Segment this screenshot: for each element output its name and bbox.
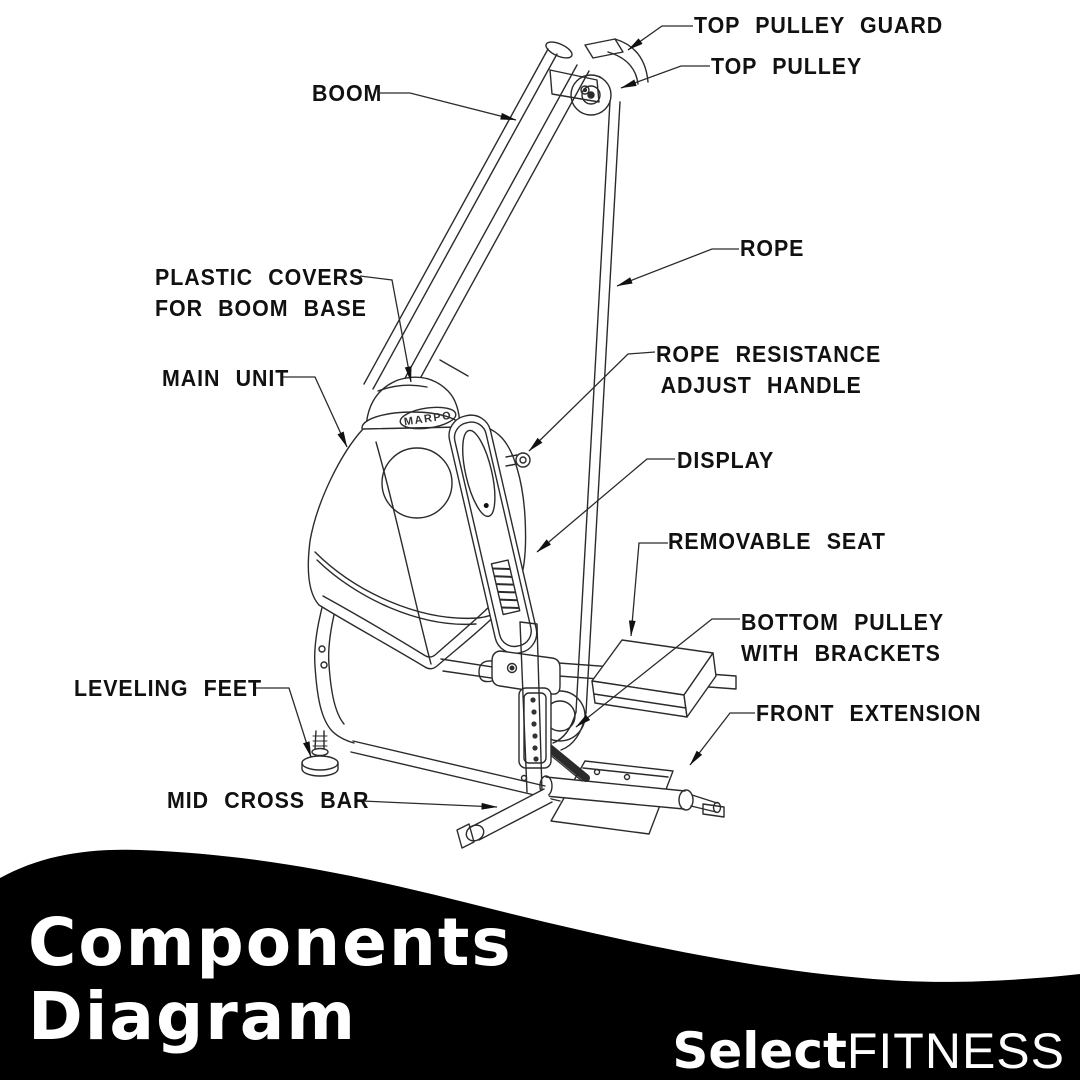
- leader-rope-resistance: [528, 351, 656, 452]
- label-rope-resistance-line2: ADJUST HANDLE: [660, 372, 862, 398]
- front-extension-tube: [539, 768, 725, 818]
- banner-curve: [0, 849, 1080, 1080]
- label-top-pulley-guard: TOP PULLEY GUARD: [694, 12, 944, 38]
- banner-title: Components Diagram: [28, 906, 513, 1054]
- label-plastic-covers-line1: PLASTIC COVERS: [155, 264, 365, 290]
- bottom-pulley-assembly: [478, 650, 590, 782]
- adjust-handle: [505, 452, 531, 468]
- banner-title-line1: Components: [28, 904, 513, 981]
- label-bottom-pulley: BOTTOM PULLEY WITH BRACKETS: [741, 607, 944, 669]
- label-plastic-covers: PLASTIC COVERS FOR BOOM BASE: [155, 262, 367, 324]
- label-rope-resistance-line1: ROPE RESISTANCE: [656, 341, 882, 367]
- label-front-extension: FRONT EXTENSION: [756, 700, 982, 726]
- mid-cross-bar: [456, 788, 553, 849]
- seat: [591, 639, 717, 718]
- label-display: DISPLAY: [677, 447, 775, 473]
- label-leveling-feet: LEVELING FEET: [74, 675, 263, 701]
- front-post: [519, 621, 543, 793]
- leader-top-pulley: [620, 65, 710, 89]
- leader-leveling-feet: [256, 687, 312, 758]
- label-plastic-covers-line2: FOR BOOM BASE: [155, 295, 367, 321]
- leader-mid-cross-bar: [361, 800, 498, 810]
- brand-logo: SelectFITNESS: [672, 1026, 1065, 1076]
- leader-bottom-pulley: [575, 618, 740, 728]
- leader-display: [536, 458, 675, 553]
- leader-front-extension: [689, 712, 755, 766]
- boom-column: [363, 41, 590, 407]
- label-bottom-pulley-line2: WITH BRACKETS: [741, 640, 941, 666]
- leader-boom: [380, 92, 517, 121]
- label-rope: ROPE: [740, 235, 805, 261]
- label-bottom-pulley-line1: BOTTOM PULLEY: [741, 609, 945, 635]
- rope: [552, 100, 621, 751]
- label-mid-cross-bar: MID CROSS BAR: [167, 787, 370, 813]
- top-pulley-assembly: [549, 38, 649, 116]
- brand-logo-bold: Select: [672, 1022, 847, 1080]
- label-boom: BOOM: [312, 80, 383, 106]
- brand-logo-light: FITNESS: [846, 1023, 1065, 1079]
- leader-top-pulley-guard: [627, 25, 693, 51]
- leader-main-unit: [283, 376, 348, 448]
- label-rope-resistance: ROPE RESISTANCE ADJUST HANDLE: [656, 339, 881, 401]
- label-removable-seat: REMOVABLE SEAT: [668, 528, 886, 554]
- leader-plastic-covers: [359, 275, 412, 383]
- leader-rope: [616, 248, 739, 287]
- label-top-pulley: TOP PULLEY: [711, 53, 863, 79]
- label-main-unit: MAIN UNIT: [162, 365, 290, 391]
- banner-title-line2: Diagram: [28, 978, 358, 1055]
- display-panel: [448, 414, 538, 655]
- leader-lines: [256, 25, 755, 810]
- leader-removable-seat: [628, 542, 668, 637]
